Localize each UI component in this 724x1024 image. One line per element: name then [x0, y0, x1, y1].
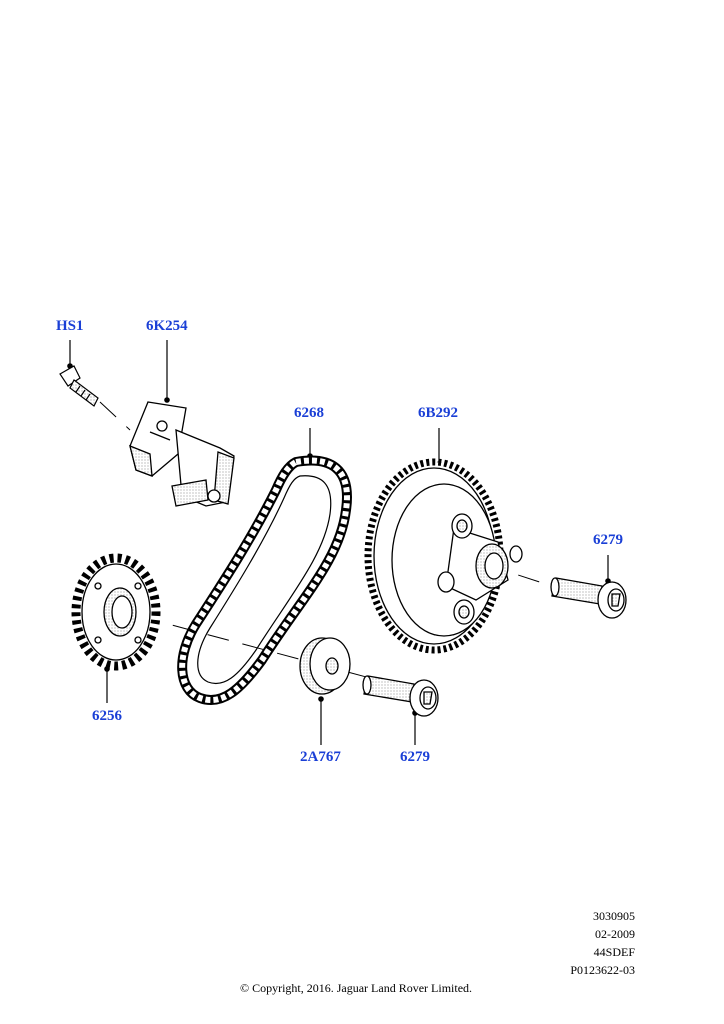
metadata-line-3: 44SDEF	[593, 945, 635, 959]
label-bolt-bottom[interactable]: 6279	[400, 749, 430, 765]
hs1-bolt[interactable]	[59, 365, 99, 407]
diagram-metadata: 3030905 02-2009 44SDEF P0123622-03	[570, 907, 635, 979]
copyright-notice: © Copyright, 2016. Jaguar Land Rover Lim…	[239, 981, 473, 995]
label-crank-sprocket[interactable]: 6256	[92, 708, 122, 724]
label-chain[interactable]: 6268	[294, 405, 324, 421]
metadata-line-4: P0123622-03	[570, 963, 635, 977]
label-camshaft-sprocket[interactable]: 6B292	[418, 405, 459, 421]
washer[interactable]	[299, 637, 351, 695]
label-washer[interactable]: 2A767	[300, 749, 341, 765]
label-hs1[interactable]: HS1	[56, 318, 84, 334]
timing-chain[interactable]	[177, 455, 352, 705]
chain-tensioner[interactable]	[129, 401, 235, 507]
label-bolt-right[interactable]: 6279	[593, 532, 623, 548]
crankshaft-sprocket[interactable]	[71, 553, 161, 671]
camshaft-sprocket[interactable]	[364, 458, 523, 654]
sprocket-bolt-bottom[interactable]	[362, 675, 439, 717]
metadata-line-1: 3030905	[593, 909, 635, 923]
sprocket-bolt-right[interactable]	[550, 577, 627, 619]
label-tensioner[interactable]: 6K254	[146, 318, 188, 334]
metadata-line-2: 02-2009	[595, 927, 635, 941]
